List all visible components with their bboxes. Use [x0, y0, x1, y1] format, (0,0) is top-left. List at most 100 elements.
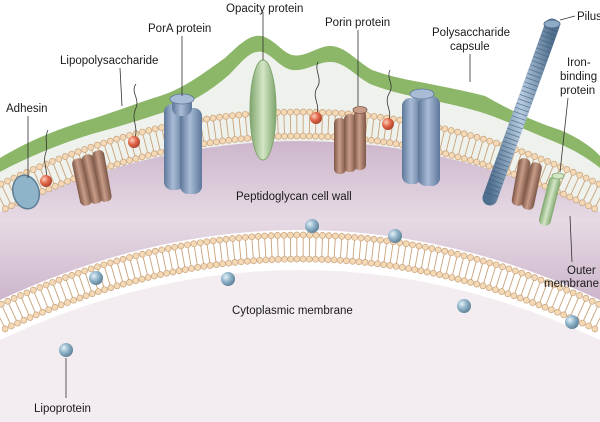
lipid-head [87, 143, 95, 151]
lipid-head [0, 300, 5, 308]
lipid-head [591, 205, 599, 213]
lipid-tail [438, 128, 446, 153]
lipid-head [588, 297, 596, 305]
lipid-tail [569, 174, 581, 198]
lipid-head [505, 265, 513, 273]
lipid-tail [154, 128, 162, 153]
lipid-head [441, 247, 449, 255]
pilus-ring [519, 94, 534, 100]
pilus-ring [490, 174, 505, 181]
lipid-head [274, 232, 281, 239]
lipid-head [556, 284, 564, 291]
lipid-head [39, 188, 46, 195]
lipid-tail [377, 239, 381, 264]
lipid-head [113, 160, 121, 168]
lipid-tail [135, 255, 143, 280]
lipid-head [569, 168, 577, 176]
lipid-head [132, 252, 140, 260]
lipid-head [299, 132, 307, 140]
lipid-tail [244, 237, 248, 262]
lipid-head [396, 116, 404, 124]
lipid-head [144, 151, 152, 159]
lipid-head [163, 269, 171, 277]
lipid-tail [109, 262, 118, 287]
lipid-head [330, 256, 338, 264]
lipid-tail [588, 183, 600, 206]
lipid-head [367, 136, 375, 144]
lipid-head [338, 233, 346, 240]
lipid-head [274, 256, 282, 263]
lipid-head [467, 156, 474, 164]
pilus-ring [487, 183, 502, 189]
lipid-head [55, 155, 63, 163]
lipid-tail [277, 112, 279, 137]
lipid-head [336, 256, 344, 264]
lipid-head [126, 156, 133, 164]
lipid-tail [167, 248, 174, 273]
lipid-head [524, 271, 532, 279]
pilus-ring [518, 98, 532, 104]
lipoprotein-spheres [59, 219, 579, 357]
lipid-head [222, 235, 230, 243]
lipid-head [286, 108, 294, 116]
lipid-tail [451, 254, 459, 278]
lipid-head [209, 237, 217, 245]
polysaccharide-capsule [0, 35, 600, 173]
lipid-head [460, 277, 468, 285]
lipid-tail [532, 279, 542, 303]
lipid-head [447, 249, 455, 257]
lipid-head [113, 135, 120, 143]
lipid-head [383, 237, 391, 245]
lipid-head [229, 235, 236, 242]
lipid-head [374, 260, 381, 268]
lipid-head [235, 234, 243, 242]
lipid-tail [544, 163, 555, 187]
lipid-head [293, 255, 301, 263]
lipid-head [216, 236, 223, 244]
lipid-head [492, 261, 500, 269]
pilus-ring [510, 119, 525, 126]
lipid-head [248, 233, 256, 241]
label-outer-membrane-1: Outer [567, 265, 596, 277]
label-opacity-protein: Opacity protein [226, 3, 303, 15]
lipid-head [26, 314, 34, 321]
lipid-tail [116, 260, 124, 285]
pilus-ring [492, 170, 506, 176]
label-pilus: Pilus [577, 11, 600, 23]
lipid-tail [283, 235, 285, 260]
lipid-tail [321, 112, 323, 137]
pilus-ring [505, 132, 520, 138]
lipid-head [171, 243, 178, 251]
lipid-tail [439, 251, 446, 275]
capsule-inner-space [0, 51, 600, 230]
lipid-head [305, 255, 313, 263]
lipid-tail [238, 114, 242, 139]
lipid-head [417, 267, 425, 275]
pilus-ring [512, 115, 526, 121]
adhesin [11, 174, 41, 210]
lipid-tail [219, 239, 223, 264]
lipid-head [582, 174, 590, 182]
lipid-head [175, 267, 183, 275]
lipid-head [29, 166, 37, 173]
lipid-head [318, 133, 326, 140]
lipid-head [241, 233, 249, 241]
lipid-head [212, 261, 220, 268]
lipid-head [479, 257, 487, 265]
lipid-tail [283, 112, 285, 137]
lipid-head [231, 136, 239, 143]
porin-cluster-left [72, 150, 112, 206]
lipid-head [158, 124, 165, 131]
lipid-tail [501, 268, 510, 292]
pilus-ring [525, 77, 540, 83]
lipid-head [231, 259, 239, 266]
label-iron-binding-2: binding [560, 71, 597, 83]
lipid-tail [64, 277, 74, 301]
lipid-tail [109, 140, 118, 165]
lipid-head [229, 112, 236, 120]
lipid-head [68, 150, 75, 158]
lipid-head [460, 155, 468, 162]
lipid-head [566, 193, 574, 201]
lipid-tail [445, 130, 452, 154]
lipid-tail [358, 237, 362, 262]
